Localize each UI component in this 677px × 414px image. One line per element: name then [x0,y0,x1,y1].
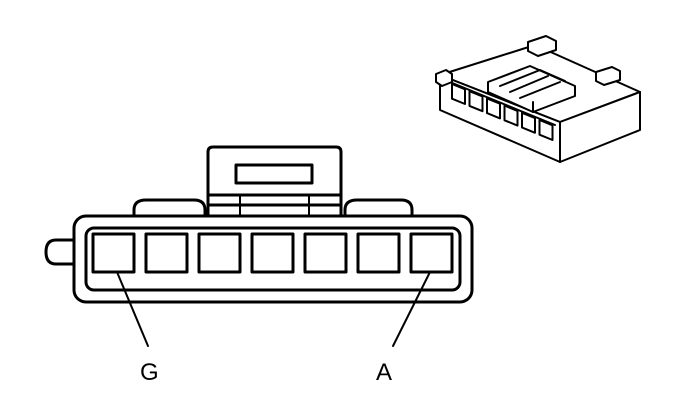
iso-cavities [451,83,554,141]
iso-tab-back [527,35,557,57]
side-lug [44,238,76,266]
left-shoulder [132,198,207,220]
cavity [356,232,401,274]
iso-side-face [559,91,641,163]
iso-cavity [503,104,519,127]
iso-cavity [451,83,466,105]
front-cavities [91,232,454,274]
lock-window [234,163,314,185]
right-shoulder [343,198,414,220]
iso-cavity [468,90,484,113]
leader-line-a [392,271,431,347]
cavity [303,232,348,274]
leader-line-g [116,271,149,347]
cavity [197,232,242,274]
iso-cavity [521,111,536,134]
iso-cavity [486,97,501,120]
iso-tab-left [435,69,453,87]
connector-front-view: G A [44,145,474,386]
connector-isometric-view [435,35,641,163]
cavity [144,232,189,274]
iso-cavity [538,119,554,141]
cavity [409,232,454,274]
cavity [250,232,295,274]
pin-label-a: A [376,359,392,386]
iso-latch [487,65,576,113]
cavity [91,232,136,274]
pin-label-g: G [140,359,159,386]
iso-tab-right [595,66,621,86]
